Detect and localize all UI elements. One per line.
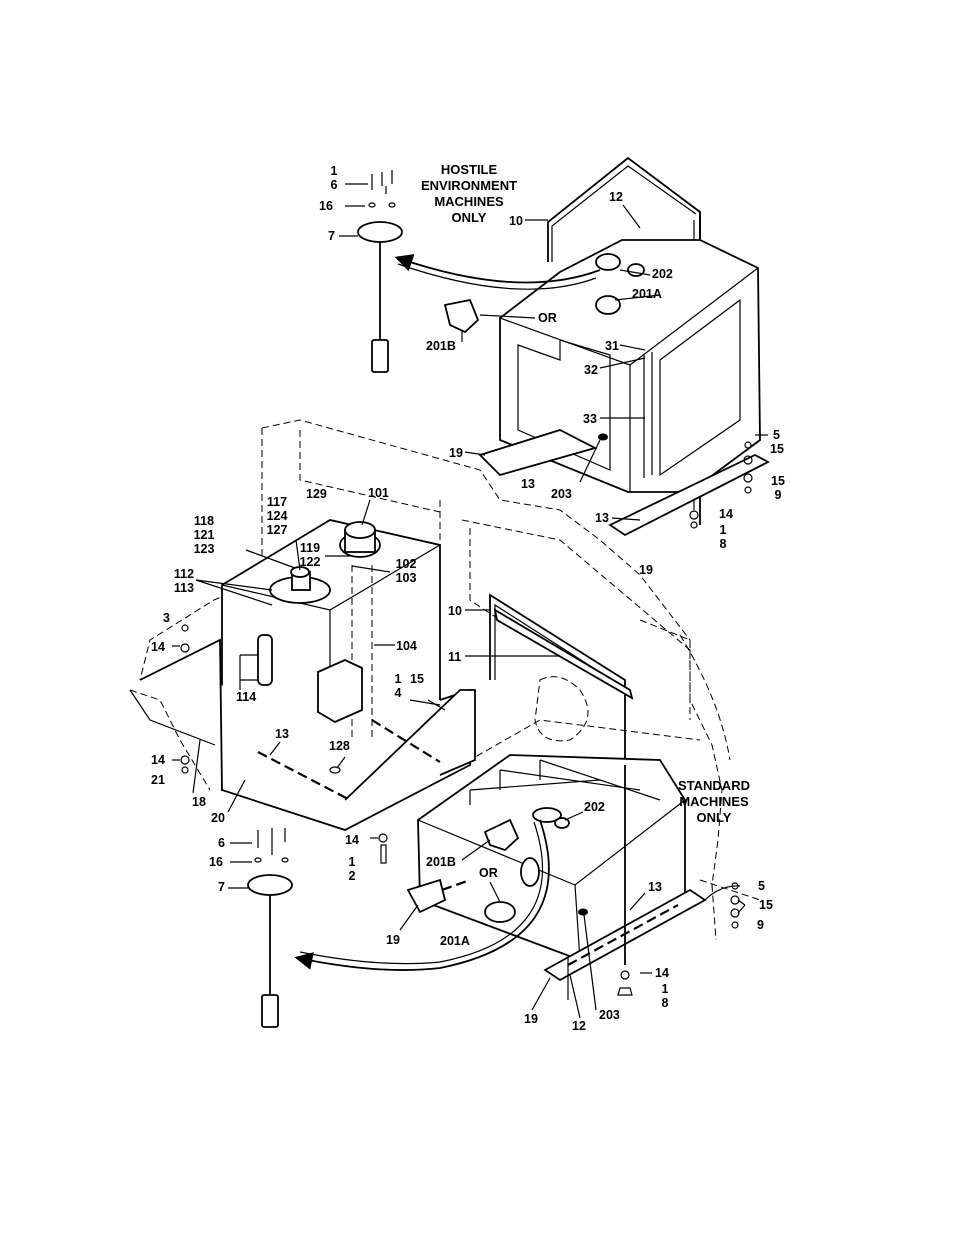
hostile-environment-note: HOSTILE ENVIRONMENT MACHINES ONLY bbox=[420, 162, 518, 225]
standard-fuel-tank bbox=[294, 754, 746, 1019]
callout-label: 14 bbox=[345, 833, 359, 847]
standard-machines-note: STANDARD MACHINES ONLY bbox=[678, 778, 750, 825]
callout-label: 16 bbox=[209, 855, 223, 869]
callout-label: 5 bbox=[773, 428, 780, 442]
callout-label: 117 124 127 bbox=[266, 495, 288, 537]
callout-label: 119 122 bbox=[299, 541, 321, 569]
callout-label: 32 bbox=[584, 363, 598, 377]
callout-label: 13 bbox=[648, 880, 662, 894]
callout-label: 202 bbox=[652, 267, 673, 281]
callout-label: 12 bbox=[609, 190, 623, 204]
machine-frame bbox=[129, 419, 761, 941]
callout-label: 1 8 bbox=[661, 982, 669, 1010]
callout-label: 14 bbox=[151, 753, 165, 767]
callout-label: 15 9 bbox=[771, 474, 785, 502]
callout-label: 13 bbox=[595, 511, 609, 525]
hostile-environment-tank bbox=[394, 156, 770, 537]
callout-label: 3 bbox=[163, 611, 170, 625]
callout-label: 19 bbox=[524, 1012, 538, 1026]
main-tank-straps bbox=[465, 593, 634, 765]
callout-label: 104 bbox=[396, 639, 417, 653]
callout-label: 33 bbox=[583, 412, 597, 426]
callout-label: 1 6 bbox=[330, 164, 338, 192]
callout-label: 203 bbox=[599, 1008, 620, 1022]
callout-label: 128 bbox=[329, 739, 350, 753]
callout-label: 12 bbox=[572, 1019, 586, 1033]
callout-label: 19 bbox=[639, 563, 653, 577]
callout-label: 201A bbox=[632, 287, 662, 301]
callout-label: 16 bbox=[319, 199, 333, 213]
callout-label: 13 bbox=[521, 477, 535, 491]
main-hydraulic-tank bbox=[129, 499, 476, 864]
callout-label: 13 bbox=[275, 727, 289, 741]
callout-label: 9 bbox=[757, 918, 764, 932]
callout-label: 202 bbox=[584, 800, 605, 814]
callout-label: 15 bbox=[759, 898, 773, 912]
callout-label: 19 bbox=[386, 933, 400, 947]
callout-label: 15 bbox=[770, 442, 784, 456]
callout-label: 20 bbox=[211, 811, 225, 825]
callout-label: 14 bbox=[151, 640, 165, 654]
callout-label: 129 bbox=[306, 487, 327, 501]
callout-label: 7 bbox=[328, 229, 335, 243]
callout-label: 21 bbox=[151, 773, 165, 787]
hostile-fuel-sender bbox=[339, 170, 403, 373]
callout-label: OR bbox=[538, 311, 557, 325]
callout-label: 203 bbox=[551, 487, 572, 501]
callout-label: 201B bbox=[426, 339, 456, 353]
callout-label: 7 bbox=[218, 880, 225, 894]
callout-label: 101 bbox=[368, 486, 389, 500]
standard-fuel-sender bbox=[228, 828, 293, 1028]
callout-label: 19 bbox=[449, 446, 463, 460]
callout-label: 114 bbox=[236, 690, 257, 704]
callout-label: 112 113 bbox=[173, 567, 195, 595]
callout-label: 1 2 bbox=[348, 855, 356, 883]
callout-label: OR bbox=[479, 866, 498, 880]
callout-label: 5 bbox=[758, 879, 765, 893]
callout-label: 6 bbox=[218, 836, 225, 850]
callout-label: 14 bbox=[719, 507, 733, 521]
callout-label: 201B bbox=[426, 855, 456, 869]
callout-label: 18 bbox=[192, 795, 206, 809]
callout-label: 15 bbox=[410, 672, 424, 686]
callout-label: 118 121 123 bbox=[193, 514, 215, 556]
callout-label: 31 bbox=[605, 339, 619, 353]
callout-label: 11 bbox=[448, 650, 462, 664]
callout-label: 10 bbox=[448, 604, 462, 618]
callout-label: 10 bbox=[509, 214, 523, 228]
callout-label: 102 103 bbox=[395, 557, 417, 585]
callout-label: 1 8 bbox=[719, 523, 727, 551]
callout-label: 201A bbox=[440, 934, 470, 948]
callout-label: 14 bbox=[655, 966, 669, 980]
callout-label: 1 4 bbox=[394, 672, 402, 700]
